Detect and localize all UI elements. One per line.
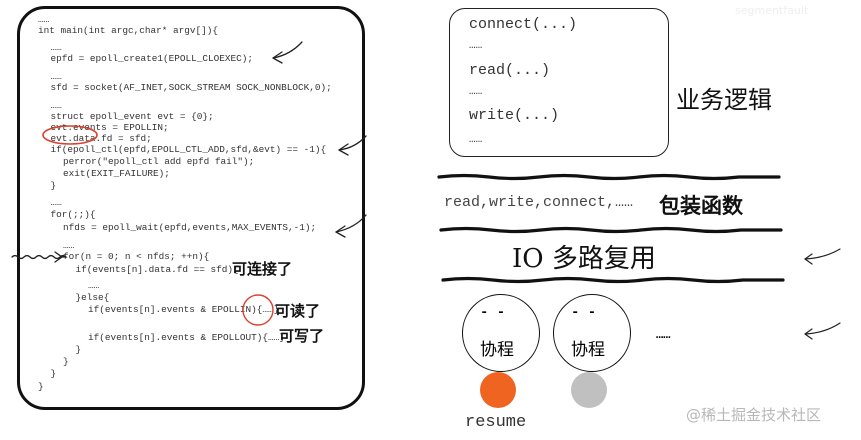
code-line: int main(int argc,char* argv[]){ [38,25,219,36]
code-line: } [75,344,82,355]
resume-label: resume [465,413,527,432]
code-line: if(events[n].events & EPOLLOUT){……} [88,332,285,343]
code-line: …… [88,280,100,291]
wrapper-functions-label: 包装函数 [659,193,743,218]
coroutine-1 [462,294,540,372]
code-line: if(events[n].events & EPOLLIN){……} [88,304,280,315]
code-line: evt.events = EPOLLIN; [50,122,169,133]
business-logic-label: 业务逻辑 [676,86,772,114]
code-line: for(n = 0; n < nfds; ++n){ [63,251,210,262]
layer-divider-lines [437,173,841,340]
io-multiplexing-label: IO 多路复用 [512,244,656,274]
coroutine-1-label: 协程 [480,340,514,360]
code-line: }else{ [75,292,110,303]
code-line: } [38,381,44,392]
coroutine-2 [553,294,631,372]
annotation-can-connect: 可连接了 [232,260,293,278]
code-line: …… [38,14,50,25]
coroutine-1-eyes: - - [480,305,506,321]
annotation-can-read: 可读了 [275,302,321,320]
code-line: …… [50,71,62,82]
more-coroutines-ellipsis: …… [656,328,671,342]
code-line: sfd = socket(AF_INET,SOCK_STREAM SOCK_NO… [50,82,332,93]
code-line: nfds = epoll_wait(epfd,events,MAX_EVENTS… [63,222,317,233]
watermark-top: segmentfault [735,4,809,17]
code-line: exit(EXIT_FAILURE); [63,168,170,179]
code-line: …… [50,197,62,208]
coroutine-2-status-dot [571,372,607,408]
code-panel [17,6,365,410]
code-line: } [50,368,57,379]
code-line: } [50,180,57,191]
code-line: evt.data.fd = sfd; [50,133,152,144]
highlight-ellipse-evt-data [42,125,274,326]
biz-line-write: write(...) [469,107,560,124]
business-logic-box [449,8,669,157]
arrow-icon [11,41,367,263]
code-line: if(epoll_ctl(epfd,EPOLL_CTL_ADD,sfd,&evt… [50,144,327,155]
code-line: if(events[n].data.fd == sfd){ [75,264,239,275]
code-line: struct epoll_event evt = {0}; [50,111,214,122]
watermark-bottom: @稀土掘金技术社区 [686,406,822,424]
coroutine-1-status-dot [480,372,516,408]
biz-line-read: read(...) [469,62,551,79]
biz-line-ellipsis: …… [469,86,483,98]
code-line: perror("epoll_ctl add epfd fail"); [63,156,255,167]
coroutine-2-label: 协程 [571,340,605,360]
code-line: …… [50,42,62,53]
code-line: …… [50,100,62,111]
annotation-can-write: 可写了 [279,327,325,345]
code-line: for(;;){ [50,209,96,220]
wrapper-functions-list: read,write,connect,…… [444,194,634,211]
biz-line-ellipsis: …… [469,40,483,52]
code-line: epfd = epoll_create1(EPOLL_CLOEXEC); [50,53,254,64]
coroutine-2-eyes: - - [571,305,597,321]
code-line: } [63,356,69,367]
code-line: …… [63,240,75,251]
biz-line-connect: connect(...) [469,16,578,33]
biz-line-ellipsis: …… [469,134,483,146]
